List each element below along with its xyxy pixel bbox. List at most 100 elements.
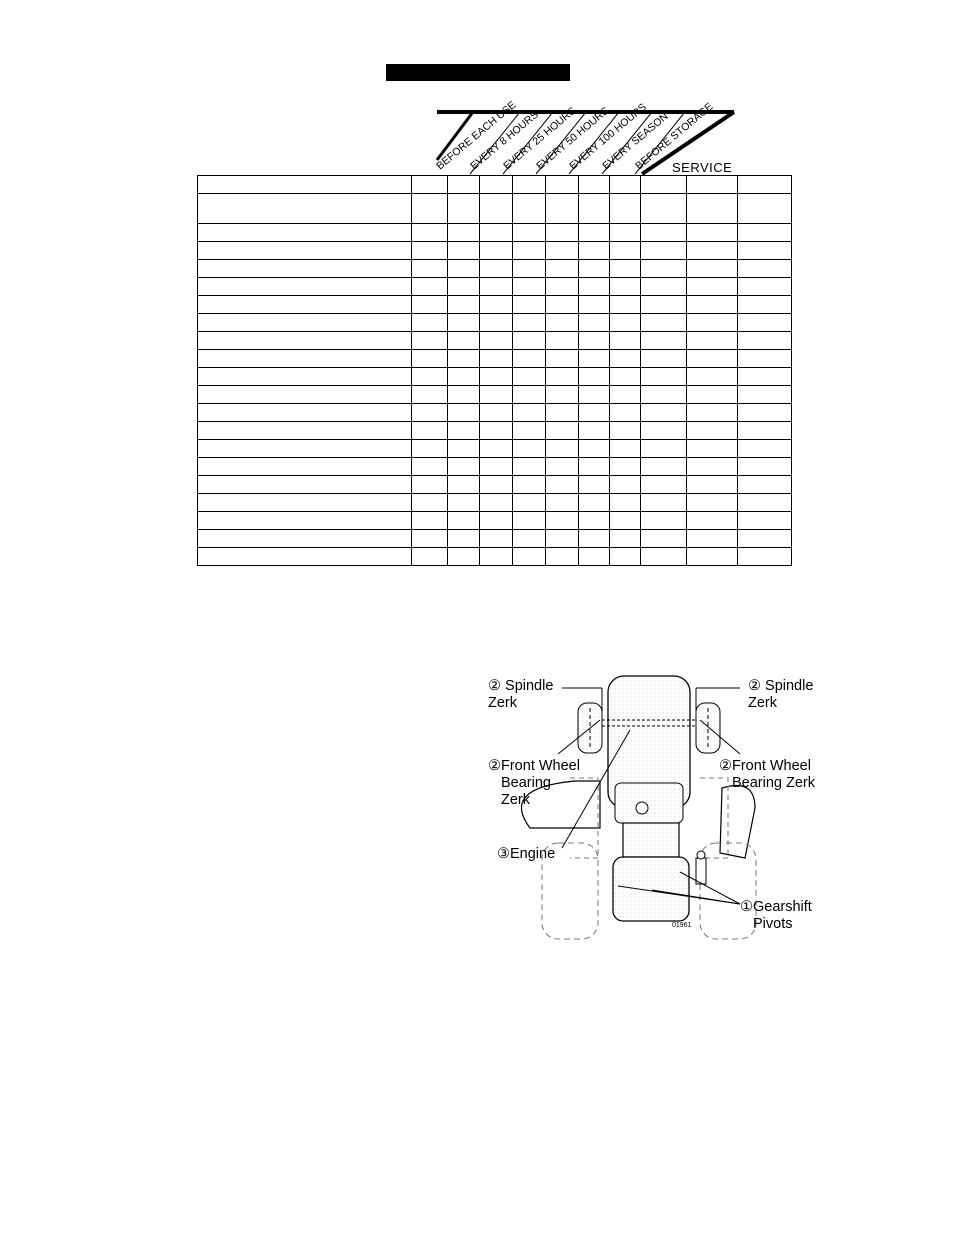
interval-check-cell [578,475,610,494]
interval-check-cell [447,277,480,296]
service-item-cell [197,457,412,476]
interval-check-cell [609,349,641,368]
interval-check-cell [512,331,546,350]
interval-check-cell [686,439,738,458]
interval-check-cell [512,475,546,494]
interval-check-cell [447,349,480,368]
interval-check-cell [737,223,792,242]
interval-check-cell [686,331,738,350]
schedule-row [197,223,792,242]
section-title-bar [386,64,570,81]
callout-spindle-zerk-left: ② Spindle Zerk [488,678,554,711]
interval-check-cell [609,511,641,530]
interval-check-cell [479,547,513,566]
interval-check-cell [640,511,687,530]
maintenance-schedule-table [197,175,792,566]
interval-check-cell [447,259,480,278]
interval-check-cell [447,421,480,440]
interval-check-cell [411,367,448,386]
interval-check-cell [578,421,610,440]
interval-check-cell [578,349,610,368]
interval-check-cell [479,385,513,404]
schedule-row [197,529,792,548]
service-item-cell [197,277,412,296]
interval-check-cell [578,403,610,422]
interval-check-cell [640,547,687,566]
schedule-row [197,295,792,314]
callout-front-wheel-bearing-left: ②Front Wheel Bearing Zerk [488,758,580,808]
interval-check-cell [737,421,792,440]
callout-gearshift-pivots: ①Gearshift Pivots [740,899,812,932]
interval-check-cell [686,421,738,440]
interval-check-cell [737,193,792,224]
service-item-cell [197,349,412,368]
interval-check-cell [640,367,687,386]
interval-check-cell [609,367,641,386]
interval-check-cell [545,421,579,440]
interval-check-cell [737,367,792,386]
interval-check-cell [686,529,738,548]
interval-check-cell [686,259,738,278]
interval-check-cell [411,403,448,422]
interval-check-cell [411,259,448,278]
interval-check-cell [411,529,448,548]
interval-check-cell [545,529,579,548]
interval-check-cell [578,529,610,548]
header-divider [435,111,475,161]
interval-check-cell [447,493,480,512]
interval-check-cell [545,349,579,368]
interval-check-cell [411,241,448,260]
interval-check-cell [737,259,792,278]
interval-check-cell [545,511,579,530]
schedule-row [197,493,792,512]
service-item-cell [197,259,412,278]
interval-check-cell [686,457,738,476]
interval-check-cell [411,313,448,332]
service-item-cell [197,241,412,260]
service-item-cell [197,493,412,512]
interval-check-cell [411,511,448,530]
interval-check-cell [737,295,792,314]
schedule-row [197,175,792,194]
interval-check-cell [545,331,579,350]
service-item-cell [197,313,412,332]
schedule-row [197,385,792,404]
interval-check-cell [578,223,610,242]
interval-check-cell [609,241,641,260]
interval-header: BEFORE EACH USE EVERY 8 HOURS EVERY 25 H… [434,99,736,176]
interval-check-cell [447,529,480,548]
interval-check-cell [512,223,546,242]
interval-check-cell [737,475,792,494]
interval-check-cell [737,349,792,368]
interval-check-cell [640,439,687,458]
interval-check-cell [609,385,641,404]
interval-check-cell [447,547,480,566]
interval-check-cell [578,511,610,530]
schedule-row [197,547,792,566]
callout-engine: ③Engine [497,846,556,862]
interval-check-cell [609,457,641,476]
interval-check-cell [686,385,738,404]
interval-check-cell [609,547,641,566]
interval-check-cell [578,313,610,332]
interval-check-cell [686,349,738,368]
interval-check-cell [737,457,792,476]
interval-check-cell [512,259,546,278]
interval-check-cell [640,193,687,224]
interval-check-cell [578,193,610,224]
interval-check-cell [479,313,513,332]
interval-check-cell [479,457,513,476]
schedule-rows [197,175,792,566]
interval-check-cell [545,475,579,494]
interval-check-cell [447,439,480,458]
service-item-cell [197,223,412,242]
interval-check-cell [545,385,579,404]
service-item-cell [197,193,412,224]
interval-check-cell [737,403,792,422]
interval-check-cell [512,421,546,440]
interval-check-cell [737,175,792,194]
interval-check-cell [640,493,687,512]
interval-check-cell [686,193,738,224]
interval-check-cell [447,175,480,194]
interval-check-cell [512,193,546,224]
